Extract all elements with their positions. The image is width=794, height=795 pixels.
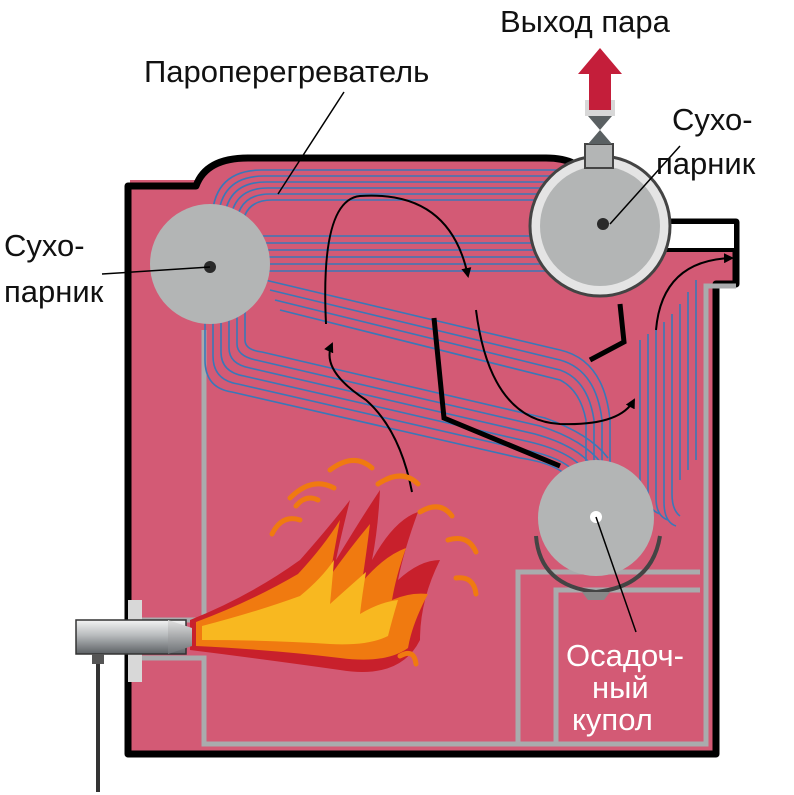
upper-tubes: [250, 235, 580, 272]
mud-drum-label-2: ный: [592, 670, 649, 705]
mud-drum-label-1: Осадоч-: [566, 638, 684, 673]
steam-outlet-label: Выход пара: [500, 4, 671, 39]
baffles: [431, 303, 627, 469]
steam-drum-right-center: [597, 218, 609, 230]
flow-arrows: [324, 194, 734, 493]
mud-drum-drain: [582, 592, 610, 600]
flame-swirls: [269, 458, 479, 667]
steam-drum-right-label-2: парник: [656, 146, 756, 181]
mud-drum-label-3: купол: [572, 702, 653, 737]
burner: [75, 600, 192, 792]
leader-lines: [101, 91, 681, 633]
steam-drum-left-label-2: парник: [4, 274, 104, 309]
drum-nozzle: [584, 143, 614, 169]
outlet-pipe: [658, 220, 738, 252]
steam-outlet-arrow-icon: [578, 48, 622, 110]
flame: [190, 490, 440, 672]
steam-drum-right-label-1: Сухо-: [672, 102, 753, 137]
generating-tubes: [204, 279, 611, 481]
steam-drum-left-label-1: Сухо-: [4, 228, 85, 263]
superheater-label: Пароперегреватель: [144, 54, 429, 89]
